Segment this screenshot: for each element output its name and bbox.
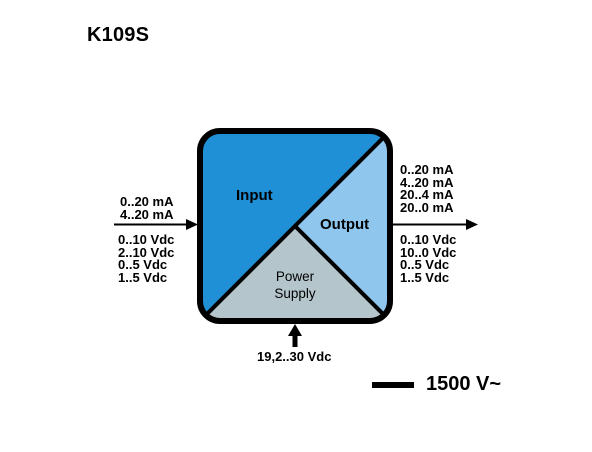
model-title: K109S — [87, 24, 150, 46]
output-current-3: 20..0 mA — [400, 199, 454, 215]
input-label: Input — [236, 187, 273, 204]
output-current-0: 0..20 mA — [400, 162, 454, 177]
output-voltage-ranges: 0..10 Vdc 10..0 Vdc 0..5 Vdc 1..5 Vdc — [400, 232, 457, 285]
isolation-voltage: 1500 V~ — [426, 373, 502, 395]
output-arrow — [393, 219, 478, 230]
input-current-0: 0..20 mA — [120, 194, 174, 209]
output-voltage-0: 0..10 Vdc — [400, 232, 457, 247]
isolation-indicator: 1500 V~ — [372, 373, 501, 396]
output-voltage-2: 0..5 Vdc — [400, 257, 450, 272]
input-voltage-ranges: 0..10 Vdc 2..10 Vdc 0..5 Vdc 1..5 Vdc — [118, 232, 175, 285]
input-voltage-1: 2..10 Vdc — [118, 244, 175, 260]
output-current-1: 4..20 mA — [400, 174, 454, 190]
power-supply-label: Power Supply — [262, 268, 328, 302]
input-voltage-2: 0..5 Vdc — [118, 257, 168, 272]
module-outline — [197, 128, 393, 324]
power-supply-region — [200, 226, 390, 321]
output-label: Output — [320, 216, 370, 233]
output-current-ranges: 0..20 mA 4..20 mA 20..4 mA 20..0 mA — [400, 162, 454, 215]
power-supply-range: 19,2..30 Vdc — [257, 349, 332, 364]
input-arrow — [114, 219, 198, 230]
isolation-bar — [372, 381, 414, 388]
output-region — [295, 131, 390, 321]
input-voltage-3: 1..5 Vdc — [118, 269, 168, 285]
power-label-line2: Supply — [274, 286, 316, 301]
power-arrow — [288, 324, 302, 347]
output-current-2: 20..4 mA — [400, 187, 454, 202]
input-current-1: 4..20 mA — [120, 206, 174, 222]
output-voltage-3: 1..5 Vdc — [400, 269, 450, 285]
input-current-ranges: 0..20 mA 4..20 mA — [120, 194, 174, 222]
output-voltage-1: 10..0 Vdc — [400, 244, 457, 260]
power-label-line1: Power — [275, 269, 315, 284]
input-voltage-0: 0..10 Vdc — [118, 232, 175, 247]
